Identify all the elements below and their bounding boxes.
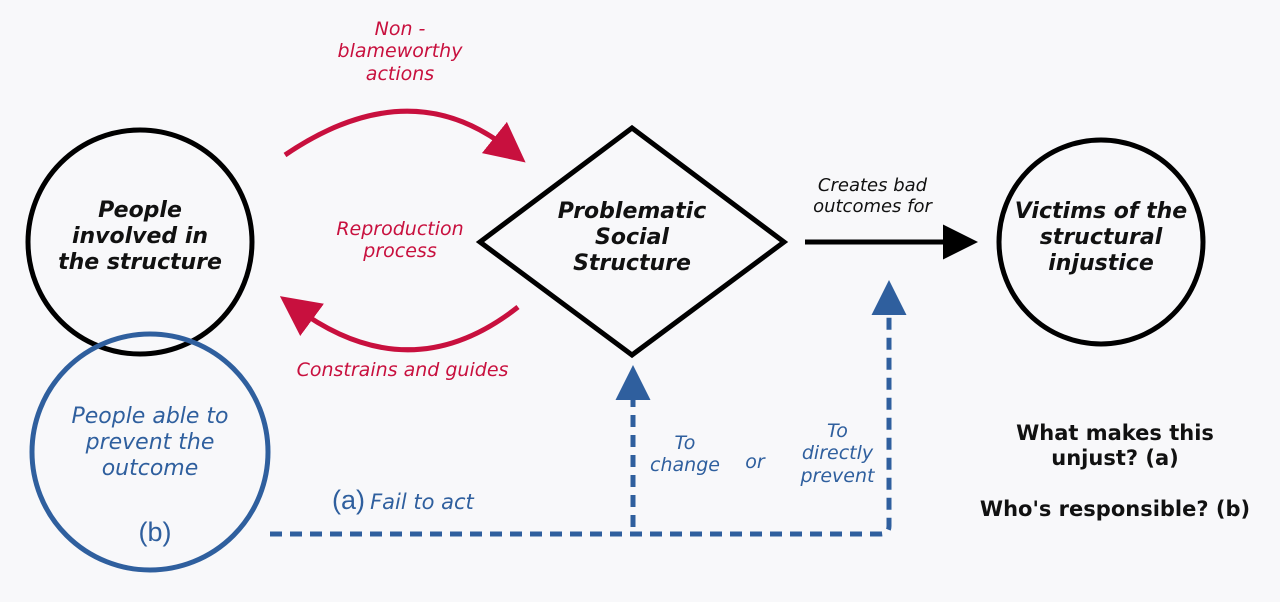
people-involved-line-1: People: [98, 198, 182, 223]
victims-line-1: Victims of the: [1014, 199, 1188, 224]
to-prevent-line-2: directly: [801, 442, 874, 465]
people-able-circle: [29, 331, 271, 573]
fail-tag: (a): [332, 485, 365, 515]
people-involved-line-3: the structure: [58, 249, 222, 275]
creates-line-2: outcomes for: [813, 196, 932, 218]
structure-line-2: Social: [595, 224, 669, 250]
fail-to-act-label: (a) Fail to act: [332, 485, 532, 517]
to-prevent-label: To directly prevent: [780, 420, 895, 487]
people-able-tag: (b): [138, 517, 172, 547]
people-involved-label: People involved in the structure: [40, 198, 240, 276]
question-unjust-line-1: What makes this: [1016, 421, 1214, 445]
victims-line-3: injustice: [1048, 250, 1154, 276]
people-able-line-2: prevent the: [85, 429, 215, 455]
constrains-label: Constrains and guides: [296, 359, 509, 381]
non-blameworthy-arrow: [283, 108, 526, 163]
to-change-line-2: change: [650, 454, 720, 477]
victims-circle: [996, 137, 1206, 347]
to-prevent-line-1: To: [827, 420, 848, 442]
question-unjust: What makes this unjust? (a): [995, 421, 1235, 471]
people-able-line-1: People able to: [71, 404, 229, 429]
structure-diamond: [475, 124, 789, 359]
victims-line-2: structural: [1039, 224, 1163, 250]
to-change-line-1: To: [674, 432, 696, 454]
question-unjust-line-2: unjust? (a): [1051, 445, 1179, 470]
or-label: or: [745, 451, 765, 473]
people-involved-circle: [25, 127, 255, 357]
victims-label: Victims of the structural injustice: [1001, 199, 1201, 277]
non-blameworthy-line-1: Non -: [374, 18, 426, 40]
non-blameworthy-label: Non - blameworthy actions: [300, 18, 500, 85]
to-change-label: To change: [630, 432, 740, 477]
structure-label: Problematic Social Structure: [532, 199, 732, 277]
constrains-arrow: [279, 296, 520, 353]
people-involved-line-2: involved in: [71, 223, 209, 249]
reproduction-label: Reproduction process: [300, 218, 500, 263]
creates-label: Creates bad outcomes for: [790, 175, 955, 217]
people-able-label: People able to prevent the outcome: [40, 404, 260, 482]
non-blameworthy-line-3: actions: [365, 62, 435, 85]
structure-line-3: Structure: [573, 250, 691, 276]
fail-to-act-dashed-line: [270, 280, 907, 537]
people-able-line-3: outcome: [101, 455, 199, 481]
to-prevent-line-3: prevent: [800, 464, 875, 487]
fail-text: Fail to act: [370, 490, 474, 514]
structure-line-1: Problematic: [557, 199, 707, 224]
reproduction-line-1: Reproduction: [336, 218, 464, 240]
reproduction-line-2: process: [363, 240, 437, 263]
question-responsible: Who's responsible? (b): [979, 497, 1251, 521]
creates-line-1: Creates bad: [817, 175, 928, 196]
non-blameworthy-line-2: blameworthy: [337, 40, 463, 63]
